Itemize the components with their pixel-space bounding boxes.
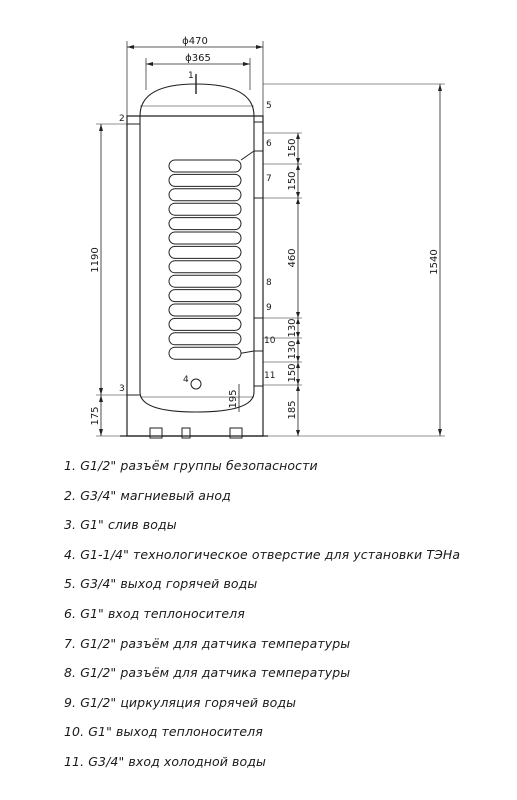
coil-loop	[168, 346, 242, 360]
segment-label: 130	[287, 318, 298, 337]
coil-loop	[168, 217, 242, 231]
port-label: 3	[119, 384, 125, 394]
coil-loop	[168, 188, 242, 202]
legend-item: 9. G1/2" циркуляция горячей воды	[64, 694, 297, 710]
segment-label: 130	[287, 340, 298, 359]
coil-loop	[168, 289, 242, 303]
legend-item: 10. G1" выход теплоносителя	[64, 724, 263, 740]
port-label: 4	[183, 375, 189, 385]
port4-height-label: 195	[228, 389, 239, 408]
left-bottom-label: 175	[90, 406, 101, 425]
coil-loop	[168, 332, 242, 346]
inner-diameter-label: ϕ365	[185, 53, 211, 64]
segment-label: 150	[287, 171, 298, 190]
coil-loop	[168, 317, 242, 331]
legend-item: 3. G1" слив воды	[64, 517, 177, 533]
coil-loop	[168, 159, 242, 173]
left-height-label: 1190	[90, 247, 101, 272]
boiler-drawing: ϕ470 ϕ365 1540 1190 175 195 150 150 460 …	[90, 36, 445, 439]
segment-label: 150	[287, 138, 298, 157]
total-height-label: 1540	[429, 249, 440, 274]
port-label: 7	[266, 174, 272, 184]
legend-list: 1. G1/2" разъём группы безопасности 2. G…	[64, 458, 504, 784]
coil-loop	[168, 245, 242, 259]
port-label: 5	[266, 101, 272, 111]
segment-label: 185	[287, 400, 298, 419]
coil-outlet	[240, 350, 255, 354]
legend-item: 8. G1/2" разъём для датчика температуры	[64, 665, 351, 681]
port-label: 6	[266, 139, 272, 149]
coil-loop	[168, 202, 242, 216]
port-label: 10	[264, 336, 276, 346]
coil-loop	[168, 231, 242, 245]
segment-label: 150	[287, 363, 298, 382]
legend-item: 2. G3/4" магниевый анод	[64, 487, 231, 503]
outer-diameter-label: ϕ470	[182, 36, 208, 47]
port-label: 9	[266, 303, 272, 313]
legend-item: 7. G1/2" разъём для датчика температуры	[64, 635, 351, 651]
port-label: 8	[266, 278, 272, 288]
port-label: 2	[119, 114, 125, 124]
coil-loop	[168, 303, 242, 317]
port-label: 11	[264, 371, 275, 381]
legend-item: 5. G3/4" выход горячей воды	[64, 576, 258, 592]
coil-inlet	[240, 150, 255, 161]
legend-item: 4. G1-1/4" технологическое отверстие для…	[64, 546, 461, 562]
heat-exchanger-coil	[168, 150, 255, 360]
legend-item: 6. G1" вход теплоносителя	[64, 605, 245, 621]
coil-loop	[168, 173, 242, 187]
legend-item: 11. G3/4" вход холодной воды	[64, 753, 266, 769]
port-label: 1	[188, 71, 194, 81]
coil-loop	[168, 274, 242, 288]
coil-loop	[168, 260, 242, 274]
segment-label: 460	[287, 248, 298, 267]
legend-item: 1. G1/2" разъём группы безопасности	[64, 458, 318, 473]
